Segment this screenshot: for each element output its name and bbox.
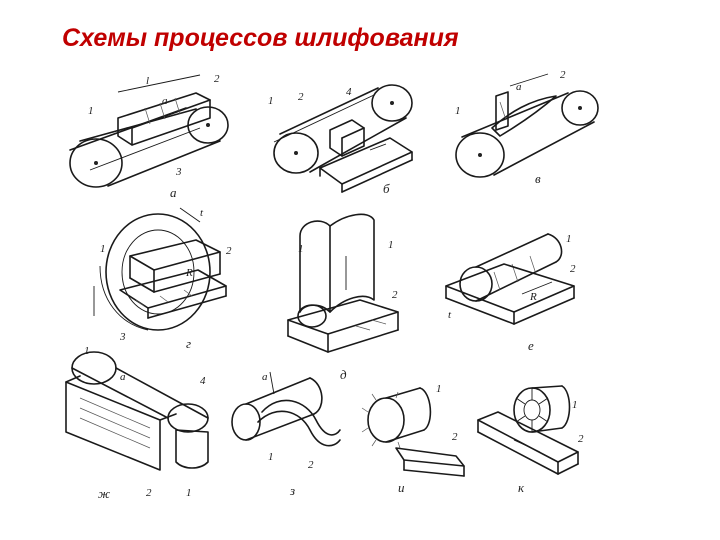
- scheme-k-board: [477, 411, 579, 463]
- scheme-k-callout-2: 2: [578, 433, 584, 445]
- scheme-d-label: д: [340, 367, 347, 382]
- scheme-v-dim-a: a: [516, 81, 522, 93]
- scheme-k: 1 2 к: [477, 385, 584, 495]
- scheme-e-label: е: [528, 338, 534, 353]
- scheme-d-block: [287, 299, 399, 335]
- scheme-a-workpiece: [117, 92, 211, 146]
- scheme-a-dim-l: l: [146, 75, 149, 87]
- scheme-i: 1 2 и: [361, 383, 465, 495]
- scheme-v-right-roller: [561, 90, 599, 126]
- scheme-z: a 1 2 з: [231, 371, 341, 498]
- scheme-a-callout-1: 1: [88, 105, 94, 117]
- scheme-d-callout-1b: 1: [388, 239, 394, 251]
- scheme-e: 1 2 R t е: [445, 233, 576, 353]
- scheme-b-pressure-block: [329, 119, 365, 157]
- scheme-b-left-roller: [273, 132, 319, 174]
- scheme-zh-dim-a: a: [120, 371, 126, 383]
- scheme-d-bottom-roller: [297, 304, 327, 328]
- scheme-z-callout-2: 2: [308, 459, 314, 471]
- scheme-v-left-roller: [455, 132, 505, 178]
- scheme-a-callout-2: 2: [214, 73, 220, 85]
- scheme-d: 1 1 2 д: [287, 213, 399, 382]
- scheme-a-callout-3: 3: [175, 166, 182, 178]
- scheme-i-callout-1: 1: [436, 383, 442, 395]
- scheme-i-callout-2: 2: [452, 431, 458, 443]
- scheme-zh-callout-2: 2: [146, 487, 152, 499]
- scheme-zh-right-roller: [167, 403, 209, 433]
- scheme-z-callout-1: 1: [268, 451, 274, 463]
- scheme-g-dim-r: R: [185, 267, 193, 279]
- scheme-v-workpiece: [495, 91, 509, 131]
- scheme-z-wheel-end: [231, 403, 261, 441]
- scheme-d-callout-2: 2: [392, 289, 398, 301]
- scheme-g-callout-3: 3: [119, 331, 126, 343]
- scheme-d-vertical-belt: [299, 220, 331, 313]
- scheme-g: 1 2 3 R t г: [93, 207, 232, 351]
- scheme-v: 1 2 a в: [455, 69, 599, 186]
- scheme-a-label: а: [170, 185, 177, 200]
- scheme-i-label: и: [398, 480, 405, 495]
- scheme-k-label: к: [518, 480, 525, 495]
- scheme-e-dim-t: t: [448, 309, 452, 321]
- scheme-b-callout-1: 1: [268, 95, 274, 107]
- scheme-a-left-roller: [69, 138, 123, 188]
- scheme-g-dim-t: t: [200, 207, 204, 219]
- scheme-z-flexible-band: [261, 399, 341, 436]
- scheme-a: 1 2 3 l a а: [69, 73, 229, 200]
- scheme-b-table: [319, 137, 413, 185]
- scheme-zh-callout-1: 1: [84, 345, 90, 357]
- scheme-z-label: з: [289, 483, 295, 498]
- scheme-v-profiled-belt: [491, 95, 557, 137]
- scheme-g-callout-2: 2: [226, 245, 232, 257]
- scheme-zh-label: ж: [98, 486, 110, 501]
- scheme-e-callout-1: 1: [566, 233, 572, 245]
- scheme-d-callout-1: 1: [298, 243, 304, 255]
- scheme-g-label: г: [186, 336, 191, 351]
- scheme-a-dim-a: a: [162, 95, 168, 107]
- scheme-e-dim-r: R: [529, 291, 537, 303]
- scheme-v-callout-1: 1: [455, 105, 461, 117]
- scheme-v-label: в: [535, 171, 541, 186]
- scheme-z-dim-a: a: [262, 371, 268, 383]
- scheme-i-brush-wheel: [367, 397, 405, 443]
- scheme-b-right-roller: [371, 84, 413, 122]
- scheme-e-callout-2: 2: [570, 263, 576, 275]
- scheme-zh-callout-1b: 1: [186, 487, 192, 499]
- scheme-i-strip: [395, 447, 465, 467]
- scheme-b-callout-2: 2: [298, 91, 304, 103]
- scheme-zh: 1 a 4 2 1 ж: [65, 345, 209, 501]
- scheme-b-label: б: [383, 181, 390, 196]
- scheme-g-callout-1: 1: [100, 243, 106, 255]
- slide-title: Схемы процессов шлифования: [62, 24, 459, 52]
- scheme-b-callout-4: 4: [346, 86, 352, 98]
- scheme-v-callout-2: 2: [560, 69, 566, 81]
- scheme-k-callout-1: 1: [572, 399, 578, 411]
- scheme-zh-callout-4: 4: [200, 375, 206, 387]
- scheme-zh-beam: [65, 381, 161, 471]
- scheme-g-workpiece-top: [129, 239, 221, 271]
- scheme-g-rotating-disc: [105, 213, 211, 331]
- scheme-b: 1 2 4 б: [268, 84, 413, 196]
